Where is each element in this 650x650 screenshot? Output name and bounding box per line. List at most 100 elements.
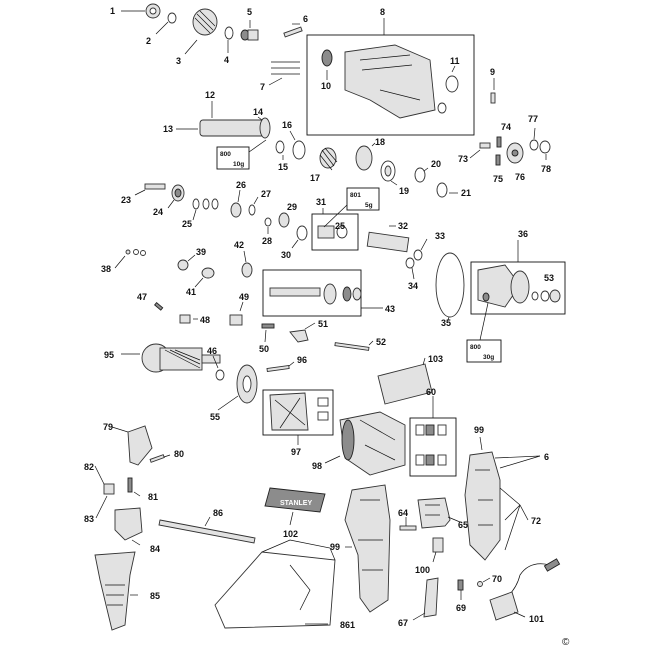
part-7-screws <box>268 61 300 86</box>
part-21-ring <box>436 182 458 198</box>
callout-86: 86 <box>213 508 223 518</box>
part-35-o-ring <box>435 252 465 321</box>
part-67-sleeve <box>412 577 439 621</box>
part-18-gear <box>355 142 376 171</box>
part-48-plate <box>179 314 198 324</box>
callout-16: 16 <box>282 120 292 130</box>
callout-69: 69 <box>456 603 466 613</box>
part-861-carry-case <box>214 539 336 629</box>
part-49-bracket <box>229 301 244 326</box>
callout-23: 23 <box>121 195 131 205</box>
part-79-clamp <box>111 425 153 466</box>
callout-6b: 6 <box>544 452 549 462</box>
callout-78: 78 <box>541 164 551 174</box>
part-84-bracket <box>114 507 143 546</box>
part-6-screw <box>283 23 303 38</box>
brand-text: STANLEY <box>280 500 312 507</box>
callout-13: 13 <box>163 124 173 134</box>
callout-101: 101 <box>529 614 544 624</box>
callout-5: 5 <box>247 7 252 17</box>
part-33-34-rings <box>405 238 428 280</box>
callout-43: 43 <box>385 304 395 314</box>
callout-28: 28 <box>262 236 272 246</box>
part-69-70-screws <box>457 577 491 600</box>
callout-30: 30 <box>281 250 291 260</box>
callout-95: 95 <box>104 350 114 360</box>
part-28-ring <box>264 217 272 234</box>
grease-code: 801 <box>350 192 361 199</box>
callout-32: 32 <box>398 221 408 231</box>
part-29-gear <box>278 212 290 228</box>
callout-80: 80 <box>174 449 184 459</box>
callout-39: 39 <box>196 247 206 257</box>
part-42-gear <box>241 250 253 278</box>
part-96-pin <box>266 361 295 373</box>
part-97-field-box <box>262 389 334 445</box>
callout-15: 15 <box>278 162 288 172</box>
part-103-grip-cover <box>377 357 433 405</box>
callout-26: 26 <box>236 180 246 190</box>
part-8-gear-housing <box>306 18 475 136</box>
callout-7: 7 <box>260 82 265 92</box>
callout-72: 72 <box>531 516 541 526</box>
part-43-shaft-box <box>262 269 383 317</box>
callout-96: 96 <box>297 355 307 365</box>
callout-9: 9 <box>490 67 495 77</box>
callout-50: 50 <box>259 344 269 354</box>
part-30-ring <box>291 225 308 249</box>
part-25-washers <box>192 198 219 221</box>
callout-46: 46 <box>207 346 217 356</box>
callout-79: 79 <box>103 422 113 432</box>
part-86-depth-rod <box>158 516 256 544</box>
callout-10: 10 <box>321 81 331 91</box>
callout-20: 20 <box>431 159 441 169</box>
callout-34: 34 <box>408 281 418 291</box>
callout-6: 6 <box>303 14 308 24</box>
callout-8: 8 <box>380 7 385 17</box>
callout-38: 38 <box>101 264 111 274</box>
grease-amount: 30g <box>483 354 494 361</box>
callout-60: 60 <box>426 387 436 397</box>
grease-box-3: 800 30g <box>466 302 502 363</box>
callout-100: 100 <box>415 565 430 575</box>
part-46-bearing <box>212 355 225 381</box>
callout-25: 25 <box>182 219 192 229</box>
callout-47: 47 <box>137 292 147 302</box>
part-5-spring <box>240 20 259 41</box>
callout-31: 31 <box>316 197 326 207</box>
callout-81: 81 <box>148 492 158 502</box>
part-20-ring <box>414 167 429 183</box>
callout-73: 73 <box>458 154 468 164</box>
part-9-pin <box>490 78 496 104</box>
callout-84: 84 <box>150 544 160 554</box>
part-80-pin <box>149 454 171 463</box>
part-99-handle-left <box>344 484 391 613</box>
grease-amount: 5g <box>365 202 373 209</box>
part-99-handle-right <box>464 436 501 561</box>
part-17-spring <box>319 147 338 171</box>
part-77-78-washers <box>529 127 551 160</box>
part-19-bearing <box>380 160 398 186</box>
callout-11: 11 <box>450 56 460 66</box>
callout-33: 33 <box>435 231 445 241</box>
part-64-pin <box>399 517 417 531</box>
part-98-stator <box>324 411 406 476</box>
callout-21: 21 <box>461 188 471 198</box>
part-51-bracket <box>289 322 316 343</box>
callout-29: 29 <box>287 202 297 212</box>
part-95-armature <box>121 343 221 373</box>
callout-18: 18 <box>375 137 385 147</box>
part-15-ring <box>275 140 285 160</box>
part-60-brush-box <box>409 396 457 477</box>
part-50-spring <box>261 323 275 343</box>
callout-3: 3 <box>176 56 181 66</box>
grease-amount: 10g <box>233 161 244 168</box>
callout-97: 97 <box>291 447 301 457</box>
callout-53: 53 <box>544 273 554 283</box>
callout-861: 861 <box>340 620 355 630</box>
callout-75: 75 <box>493 174 503 184</box>
callout-82: 82 <box>84 462 94 472</box>
part-38-screws <box>114 249 146 269</box>
part-2-ring <box>155 12 177 35</box>
